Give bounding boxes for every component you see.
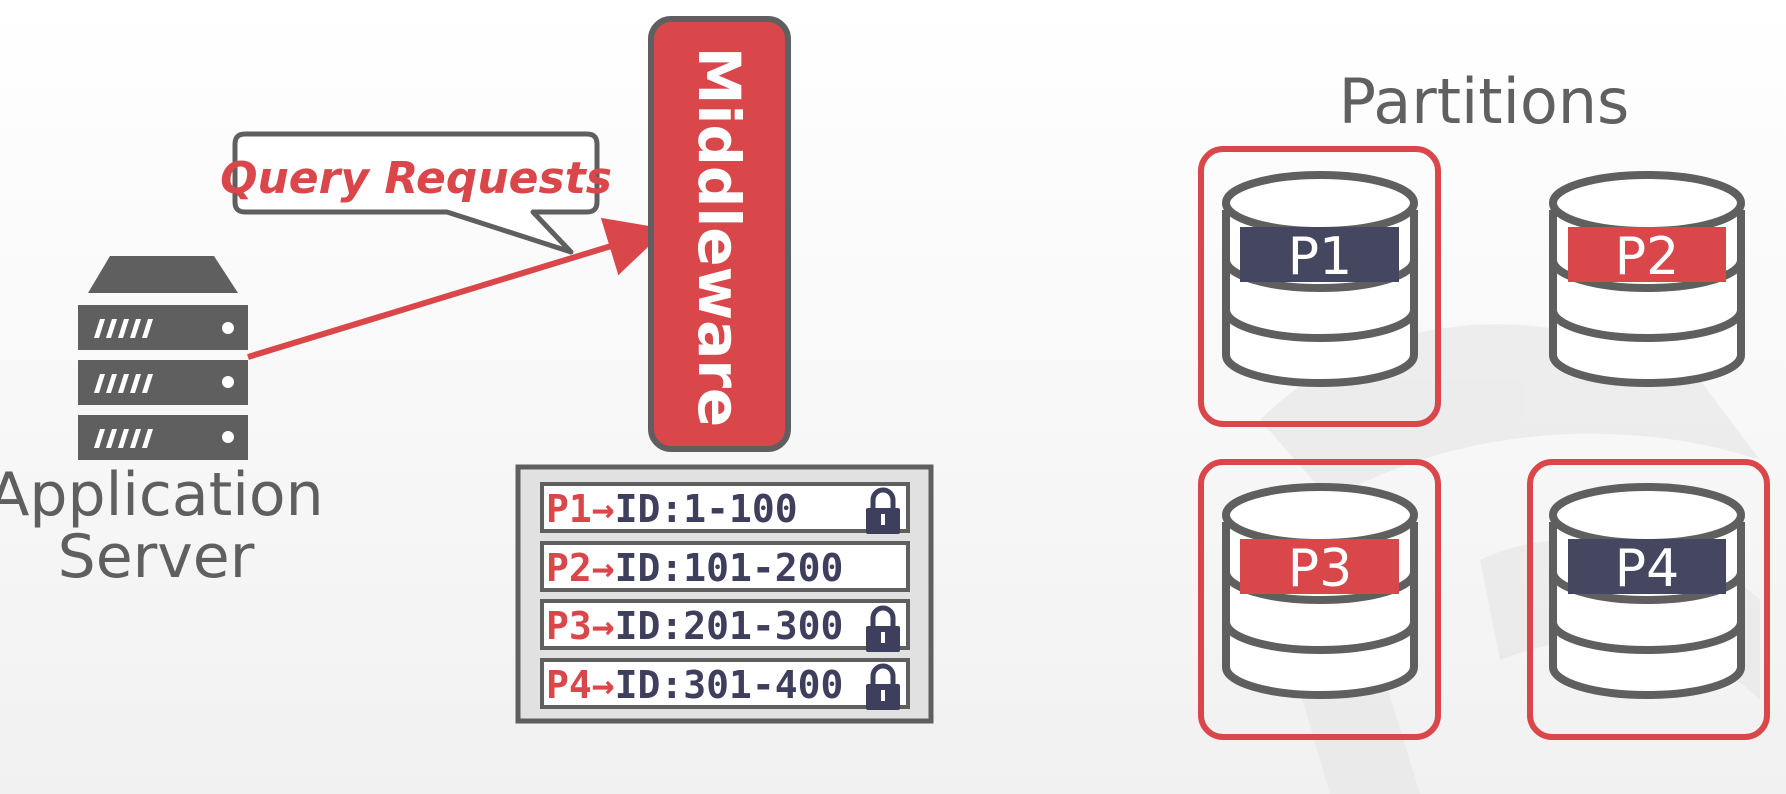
server-icon [78,256,248,460]
routing-row-range: ID:201-300 [615,604,844,648]
lock-icon [866,663,900,710]
lock-icon [866,605,900,652]
partition-label: P4 [1615,539,1679,599]
query-callout: Query Requests [220,131,612,255]
svg-text:P2→ID:101-200: P2→ID:101-200 [546,546,843,590]
lock-icon [866,487,900,534]
routing-row-partition: P1 [546,487,592,531]
routing-row-range: ID:301-400 [615,663,844,707]
middleware-box: Middleware [648,16,791,452]
routing-row: P1→ID:1-100 [540,482,910,534]
server-unit-3 [78,415,248,460]
middleware-label: Middleware [685,47,753,428]
routing-row-arrow: → [592,604,615,648]
partitions-title: Partitions [1339,65,1630,138]
routing-row-arrow: → [592,546,615,590]
request-arrow [247,217,667,360]
routing-row-arrow: → [592,663,615,707]
routing-table: P1→ID:1-100 P2→ID:101-200 P3→ID:201-300 [515,464,934,724]
routing-row-arrow: → [592,487,615,531]
svg-text:P3→ID:201-300: P3→ID:201-300 [546,604,843,648]
routing-row: P2→ID:101-200 [540,541,910,592]
query-requests-label: Query Requests [220,153,612,204]
server-unit-1 [78,305,248,350]
app-server-label-line1: Application [0,460,324,530]
database-icon: P4 [1549,483,1745,699]
partition-label: P1 [1288,227,1352,287]
server-unit-2 [78,360,248,405]
svg-text:P1→ID:1-100: P1→ID:1-100 [546,487,798,531]
app-server-label-line2: Server [58,522,255,592]
database-icon: P3 [1222,483,1418,699]
database-icon: P1 [1222,171,1418,387]
partition-frame-p1 [1198,146,1441,427]
routing-row: P4→ID:301-400 [540,658,910,710]
database-icon: P2 [1549,171,1745,387]
partition-frame-p4 [1527,459,1770,740]
partition-label: P2 [1615,227,1679,287]
svg-text:P4→ID:301-400: P4→ID:301-400 [546,663,843,707]
routing-row-range: ID:1-100 [615,487,798,531]
partition-label: P3 [1288,539,1352,599]
routing-row-range: ID:101-200 [615,546,844,590]
routing-row: P3→ID:201-300 [540,599,910,652]
routing-row-partition: P3 [546,604,592,648]
routing-row-partition: P2 [546,546,592,590]
partition-frame-p3 [1198,459,1441,740]
routing-row-partition: P4 [546,663,592,707]
